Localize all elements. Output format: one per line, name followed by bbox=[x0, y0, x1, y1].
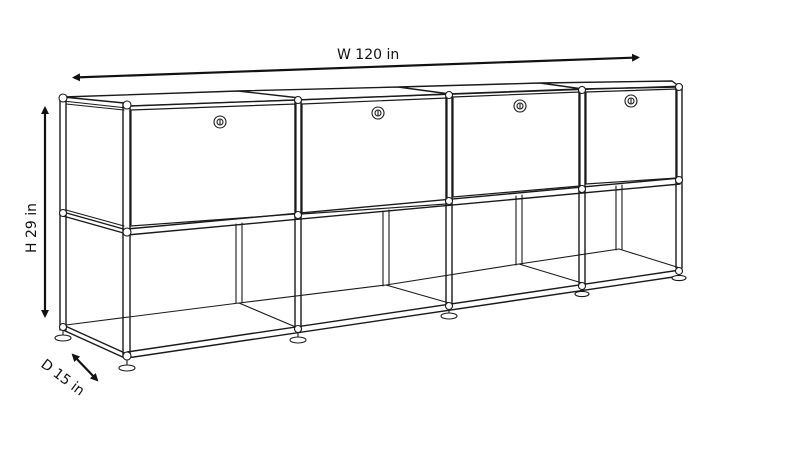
top-surface bbox=[62, 80, 681, 107]
leveling-feet bbox=[54, 274, 687, 372]
lock-icon bbox=[213, 115, 227, 129]
frame-joints bbox=[58, 82, 684, 361]
height-label: H 29 in bbox=[24, 203, 40, 253]
lock-icon bbox=[371, 106, 385, 120]
lock-icon bbox=[513, 99, 527, 113]
bottom-front-rail bbox=[126, 269, 681, 359]
width-arrow bbox=[73, 53, 640, 79]
bottom-shelf-back-edge bbox=[65, 248, 681, 329]
left-side-rails bbox=[62, 211, 128, 360]
width-dimension: W 120 in bbox=[72, 47, 640, 82]
height-dimension: H 29 in bbox=[24, 106, 49, 318]
lock-icon bbox=[624, 94, 638, 108]
lock-icons bbox=[213, 94, 638, 129]
sideboard-drawing bbox=[54, 80, 687, 372]
back-posts bbox=[235, 184, 623, 304]
depth-dimension: D 15 in bbox=[38, 353, 99, 399]
width-label: W 120 in bbox=[337, 47, 399, 63]
middle-front-rail bbox=[126, 177, 681, 236]
left-side-panel bbox=[65, 103, 125, 227]
